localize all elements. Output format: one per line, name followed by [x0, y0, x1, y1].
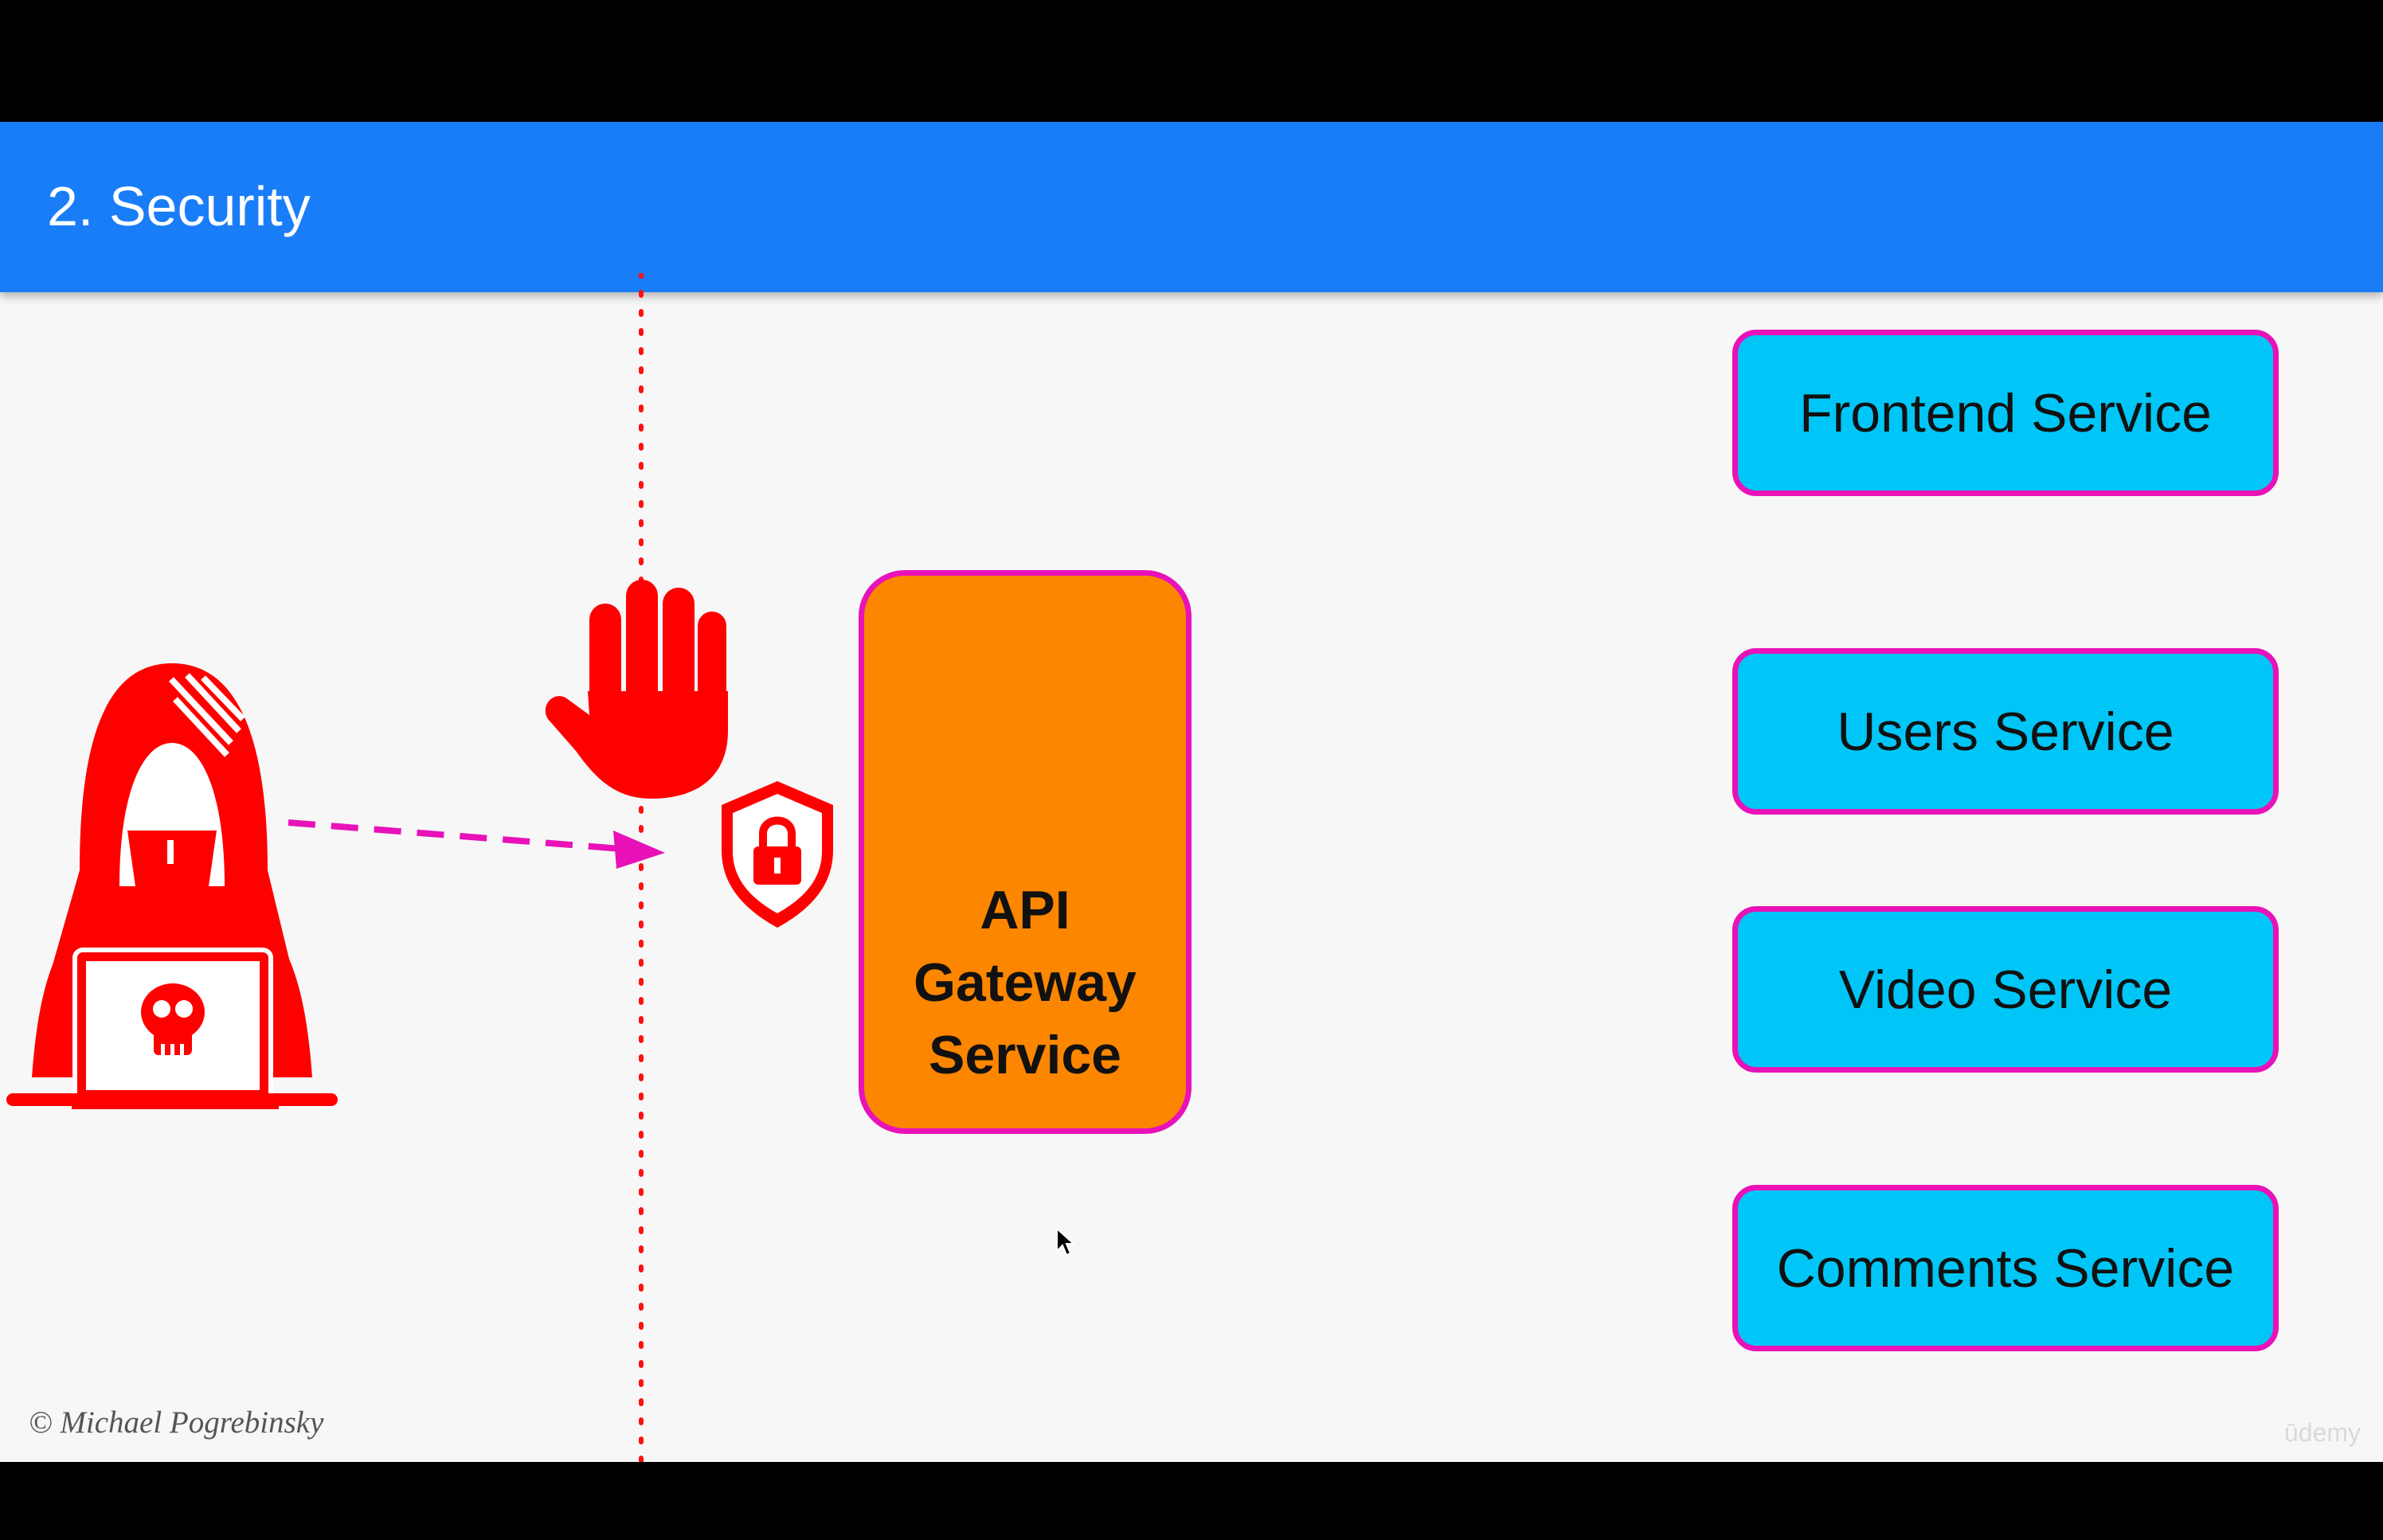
slide-title: 2. Security: [47, 175, 311, 237]
shield-lock-icon: [722, 781, 833, 928]
hooded-hacker-icon: [6, 663, 338, 1109]
mouse-cursor-icon: [1056, 1227, 1076, 1257]
frontend-service-box: Frontend Service: [1732, 330, 2279, 496]
stop-hand-icon: [545, 580, 728, 799]
video-service-box: Video Service: [1732, 906, 2279, 1073]
firewall-line: [639, 273, 644, 1462]
attack-arrow: [288, 819, 665, 869]
comments-service-box: Comments Service: [1732, 1185, 2279, 1351]
title-bar: 2. Security: [0, 122, 2383, 292]
udemy-watermark: ūdemy: [2284, 1418, 2361, 1447]
api-gateway-label: API Gateway Service: [914, 880, 1137, 1085]
slide: 2. Security: [0, 122, 2383, 1462]
copyright-note: © Michael Pogrebinsky: [29, 1405, 324, 1440]
api-gateway-box: API Gateway Service: [859, 570, 1192, 1134]
users-service-box: Users Service: [1732, 648, 2279, 815]
